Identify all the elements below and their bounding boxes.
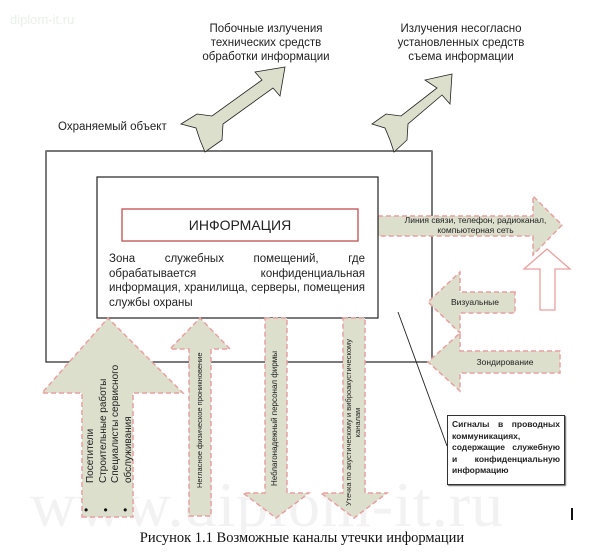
visitors-line-4: обслуживания bbox=[122, 416, 134, 483]
acoustic-arrow bbox=[318, 317, 390, 519]
callout-pointer bbox=[397, 311, 448, 447]
unauthorized-emissions-label: Излучения несогласно установленных средс… bbox=[386, 22, 536, 64]
unauthorized-emissions-line-3: съема информации bbox=[408, 51, 514, 63]
visitors-ellipsis: • • • bbox=[84, 503, 134, 517]
hollow-up-arrow bbox=[522, 248, 572, 311]
visitors-label: Посетители Строительные работы Специалис… bbox=[85, 365, 135, 483]
side-emissions-line-1: Побочные излучения bbox=[209, 23, 323, 35]
unreliable-staff-label: Неблагонадежный персонал фирмы bbox=[270, 350, 279, 486]
text-cursor bbox=[571, 508, 573, 520]
visitors-arrow bbox=[40, 316, 185, 518]
side-emissions-line-3: обработки информации bbox=[202, 51, 330, 63]
visitors-line-2: Строительные работы bbox=[97, 378, 109, 483]
visual-label: Визуальные bbox=[450, 297, 500, 307]
acoustic-label: Утечка по акустическому и виброакустичес… bbox=[344, 339, 362, 506]
comm-line-label: Линия связи, телефон, радиоканал, компью… bbox=[388, 215, 563, 235]
visitors-line-1: Посетители bbox=[85, 428, 96, 483]
acoustic-line-2: каналам bbox=[353, 407, 362, 438]
comm-line-label-1: Линия связи, телефон, радиоканал, bbox=[404, 215, 547, 225]
information-box bbox=[121, 208, 359, 242]
comm-line-arrow bbox=[377, 194, 564, 257]
information-title: ИНФОРМАЦИЯ bbox=[188, 217, 292, 233]
side-emissions-label: Побочные излучения технических средств о… bbox=[186, 22, 346, 64]
side-emissions-arrow bbox=[180, 66, 286, 153]
covert-entry-arrow bbox=[168, 316, 232, 517]
watermark-top: diplom-it.ru bbox=[10, 12, 75, 27]
visual-arrow bbox=[426, 270, 516, 335]
unauthorized-emissions-line-1: Излучения несогласно bbox=[400, 23, 522, 35]
unauthorized-emissions-arrow bbox=[371, 73, 453, 153]
zone-description: Зона служебных помещений, где обрабатыва… bbox=[109, 253, 365, 309]
comm-line-label-2: компьютерная сеть bbox=[437, 225, 514, 235]
probing-label: Зондирование bbox=[476, 357, 534, 367]
protected-object-label: Охраняемый объект bbox=[58, 121, 167, 133]
probing-arrow bbox=[426, 331, 561, 393]
acoustic-line-1: Утечка по акустическому и виброакустичес… bbox=[344, 339, 353, 506]
unauthorized-emissions-line-2: установленных средств bbox=[397, 37, 525, 49]
visitors-line-3: Специалисты сервисного bbox=[110, 364, 121, 483]
side-emissions-line-2: технических средств bbox=[210, 37, 322, 49]
unreliable-staff-arrow bbox=[240, 317, 312, 519]
inner-box bbox=[96, 176, 379, 319]
figure-caption: Рисунок 1.1 Возможные каналы утечки инфо… bbox=[139, 530, 465, 546]
covert-entry-label: Негласное физическое проникновение bbox=[195, 352, 204, 488]
wired-signals-callout: Сигналы в проводных коммуникациях, содер… bbox=[447, 415, 565, 485]
